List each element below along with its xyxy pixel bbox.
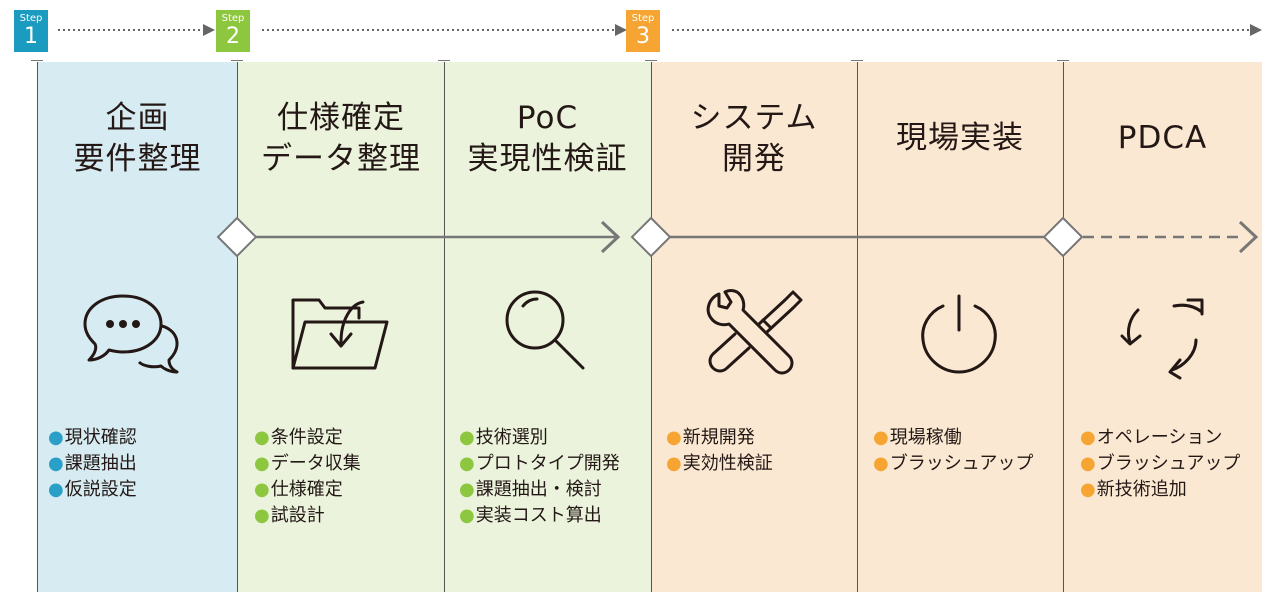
bullet-dot-icon: ● xyxy=(873,427,889,448)
column-divider xyxy=(857,62,858,592)
bullet-dot-icon: ● xyxy=(873,453,889,474)
bullet-dot-icon: ● xyxy=(459,427,475,448)
column-divider xyxy=(37,62,38,592)
bullet-dot-icon: ● xyxy=(48,479,64,500)
bullet-dot-icon: ● xyxy=(1080,453,1096,474)
phase-bullets-development: ●新規開発 ●実効性検証 xyxy=(666,425,773,477)
list-item: ●オペレーション xyxy=(1080,427,1223,448)
bullet-dot-icon: ● xyxy=(459,453,475,474)
list-item: ●新規開発 xyxy=(666,427,755,448)
list-item: ●実装コスト算出 xyxy=(459,505,602,526)
column-divider xyxy=(237,62,238,592)
bullet-dot-icon: ● xyxy=(459,479,475,500)
list-item: ●実効性検証 xyxy=(666,453,773,474)
phase-title: 企画 要件整理 xyxy=(73,100,202,177)
phase-title: 仕様確定 データ整理 xyxy=(261,100,421,177)
column-tick xyxy=(645,60,657,61)
phase-bullets-deployment: ●現場稼働 ●ブラッシュアップ xyxy=(873,425,1033,477)
step-label: Step xyxy=(631,13,655,24)
list-item: ●プロトタイプ開発 xyxy=(459,453,620,474)
step-2-marker: Step 2 xyxy=(216,10,250,52)
bullet-dot-icon: ● xyxy=(254,427,270,448)
column-tick xyxy=(1057,60,1069,61)
timeline-arrowheads xyxy=(203,24,1262,36)
phase-title: 現場実装 xyxy=(896,120,1024,156)
phase-column-development xyxy=(651,62,857,592)
phase-bullets-spec: ●条件設定 ●データ収集 ●仕様確定 ●試設計 xyxy=(254,425,361,529)
folder-download-icon xyxy=(291,298,389,370)
column-tick xyxy=(438,60,450,61)
column-tick xyxy=(231,60,243,61)
step-label: Step xyxy=(19,13,43,24)
speech-bubbles-icon xyxy=(83,294,179,374)
phase-title: システム 開発 xyxy=(690,100,818,177)
step-number: 3 xyxy=(636,24,650,49)
column-divider xyxy=(651,62,652,592)
bullet-dot-icon: ● xyxy=(1080,479,1096,500)
list-item: ●課題抽出 xyxy=(48,453,137,474)
bullet-dot-icon: ● xyxy=(254,453,270,474)
bullet-dot-icon: ● xyxy=(666,453,682,474)
column-tick xyxy=(31,60,43,61)
wrench-screwdriver-icon xyxy=(706,289,803,375)
phase-title: PoC 実現性検証 xyxy=(467,100,628,177)
bullet-dot-icon: ● xyxy=(254,505,270,526)
phase-flow-line xyxy=(256,220,1259,254)
list-item: ●仮説設定 xyxy=(48,479,137,500)
magnifier-icon xyxy=(505,290,585,370)
list-item: ●現場稼働 xyxy=(873,427,962,448)
list-item: ●データ収集 xyxy=(254,453,361,474)
list-item: ●条件設定 xyxy=(254,427,343,448)
list-item: ●ブラッシュアップ xyxy=(873,453,1034,474)
column-tick xyxy=(851,60,863,61)
phase-bullets-pdca: ●オペレーション ●ブラッシュアップ ●新技術追加 xyxy=(1080,425,1240,503)
step-1-marker: Step 1 xyxy=(14,10,48,52)
list-item: ●課題抽出・検討 xyxy=(459,479,602,500)
step-number: 2 xyxy=(226,24,240,49)
bullet-dot-icon: ● xyxy=(254,479,270,500)
list-item: ●仕様確定 xyxy=(254,479,343,500)
list-item: ●技術選別 xyxy=(459,427,548,448)
step-label: Step xyxy=(221,13,245,24)
list-item: ●ブラッシュアップ xyxy=(1080,453,1241,474)
phase-title: PDCA xyxy=(1117,120,1208,156)
bullet-dot-icon: ● xyxy=(48,453,64,474)
list-item: ●現状確認 xyxy=(48,427,137,448)
phase-column-pdca xyxy=(1063,62,1262,592)
phase-bullets-poc: ●技術選別 ●プロトタイプ開発 ●課題抽出・検討 ●実装コスト算出 xyxy=(459,425,620,529)
power-icon xyxy=(921,294,997,374)
bullet-dot-icon: ● xyxy=(48,427,64,448)
column-divider xyxy=(444,62,445,592)
milestone-diamonds xyxy=(216,216,1084,258)
step-3-marker: Step 3 xyxy=(626,10,660,52)
column-divider xyxy=(1063,62,1064,592)
cycle-arrows-icon xyxy=(1120,298,1204,380)
phase-bullets-planning: ●現状確認 ●課題抽出 ●仮説設定 xyxy=(48,425,137,503)
list-item: ●試設計 xyxy=(254,505,325,526)
bullet-dot-icon: ● xyxy=(666,427,682,448)
bullet-dot-icon: ● xyxy=(459,505,475,526)
phase-column-spec xyxy=(238,62,444,592)
bullet-dot-icon: ● xyxy=(1080,427,1096,448)
phase-column-poc xyxy=(444,62,651,592)
list-item: ●新技術追加 xyxy=(1080,479,1187,500)
step-number: 1 xyxy=(24,24,38,49)
